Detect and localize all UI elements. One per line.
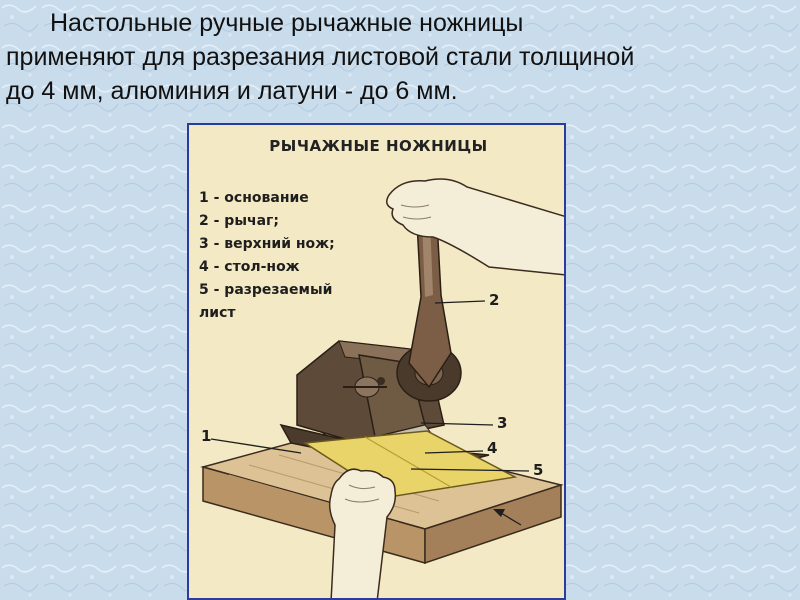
legend-item-3: 3 - верхний нож; bbox=[199, 236, 335, 252]
callout-1: 1 bbox=[201, 427, 212, 445]
callout-leaders bbox=[210, 300, 530, 472]
shears-base-side bbox=[424, 483, 562, 565]
legend-item-1: 1 - основание bbox=[199, 190, 309, 206]
lever-shears-poster: РЫЧАЖНЫЕ НОЖНИЦЫ 1 - основание 2 - рычаг… bbox=[187, 123, 566, 600]
top-hand-glove bbox=[386, 178, 564, 276]
callout-5: 5 bbox=[533, 461, 544, 479]
legend-item-5-cont: лист bbox=[199, 305, 236, 321]
heading-line-3: до 4 мм, алюминия и латуни - до 6 мм. bbox=[6, 77, 458, 105]
callout-2: 2 bbox=[489, 291, 500, 309]
callout-4: 4 bbox=[487, 439, 498, 457]
slide-heading: Настольные ручные рычажные ножницы приме… bbox=[6, 6, 794, 108]
callout-3: 3 bbox=[497, 414, 508, 432]
legend-item-2: 2 - рычаг; bbox=[199, 213, 279, 229]
heading-line-1: Настольные ручные рычажные ножницы bbox=[50, 9, 524, 37]
heading-line-2: применяют для разрезания листовой стали … bbox=[6, 43, 635, 71]
legend-item-4: 4 - стол-нож bbox=[199, 259, 300, 275]
poster-title: РЫЧАЖНЫЕ НОЖНИЦЫ bbox=[269, 137, 488, 155]
bottom-hand-glove bbox=[328, 468, 397, 598]
lever-shears-illustration bbox=[200, 178, 564, 598]
feed-arrow bbox=[500, 512, 522, 526]
parts-legend: 1 - основание 2 - рычаг; 3 - верхний нож… bbox=[199, 187, 389, 325]
legend-item-5: 5 - разрезаемый bbox=[199, 282, 333, 298]
